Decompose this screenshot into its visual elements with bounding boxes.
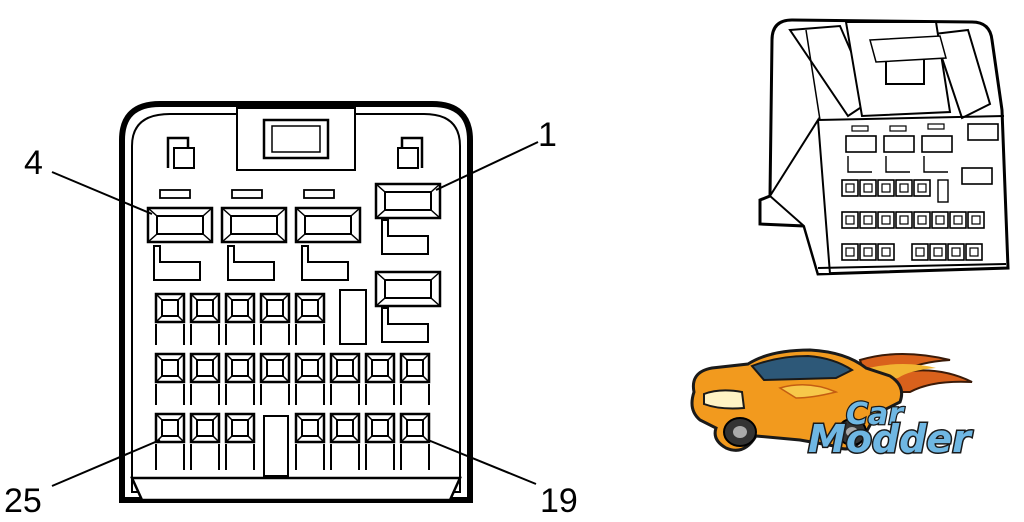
- large-terminal: [374, 270, 442, 308]
- large-terminal-1: [374, 182, 442, 220]
- connector-isometric-view: [758, 18, 1010, 276]
- pin-label-1: 1: [538, 116, 557, 154]
- terminal-row-c: [154, 412, 431, 477]
- left-key: [166, 136, 195, 169]
- large-terminal: [294, 206, 362, 244]
- bottom-rail: [130, 476, 462, 502]
- car-modder-logo: Car Modder: [690, 348, 975, 463]
- large-terminal: [146, 206, 214, 244]
- pin-label-19: 19: [540, 482, 578, 520]
- pin-label-25: 25: [4, 482, 42, 520]
- right-key: [397, 136, 424, 169]
- large-terminal: [220, 206, 288, 244]
- logo-text-modder: Modder: [808, 417, 973, 461]
- connector-face-view: 4 1 25 19: [4, 101, 578, 520]
- logo-text-car: Car: [846, 397, 905, 432]
- terminal-row-a: [154, 292, 326, 324]
- pin-label-4: 4: [24, 144, 43, 182]
